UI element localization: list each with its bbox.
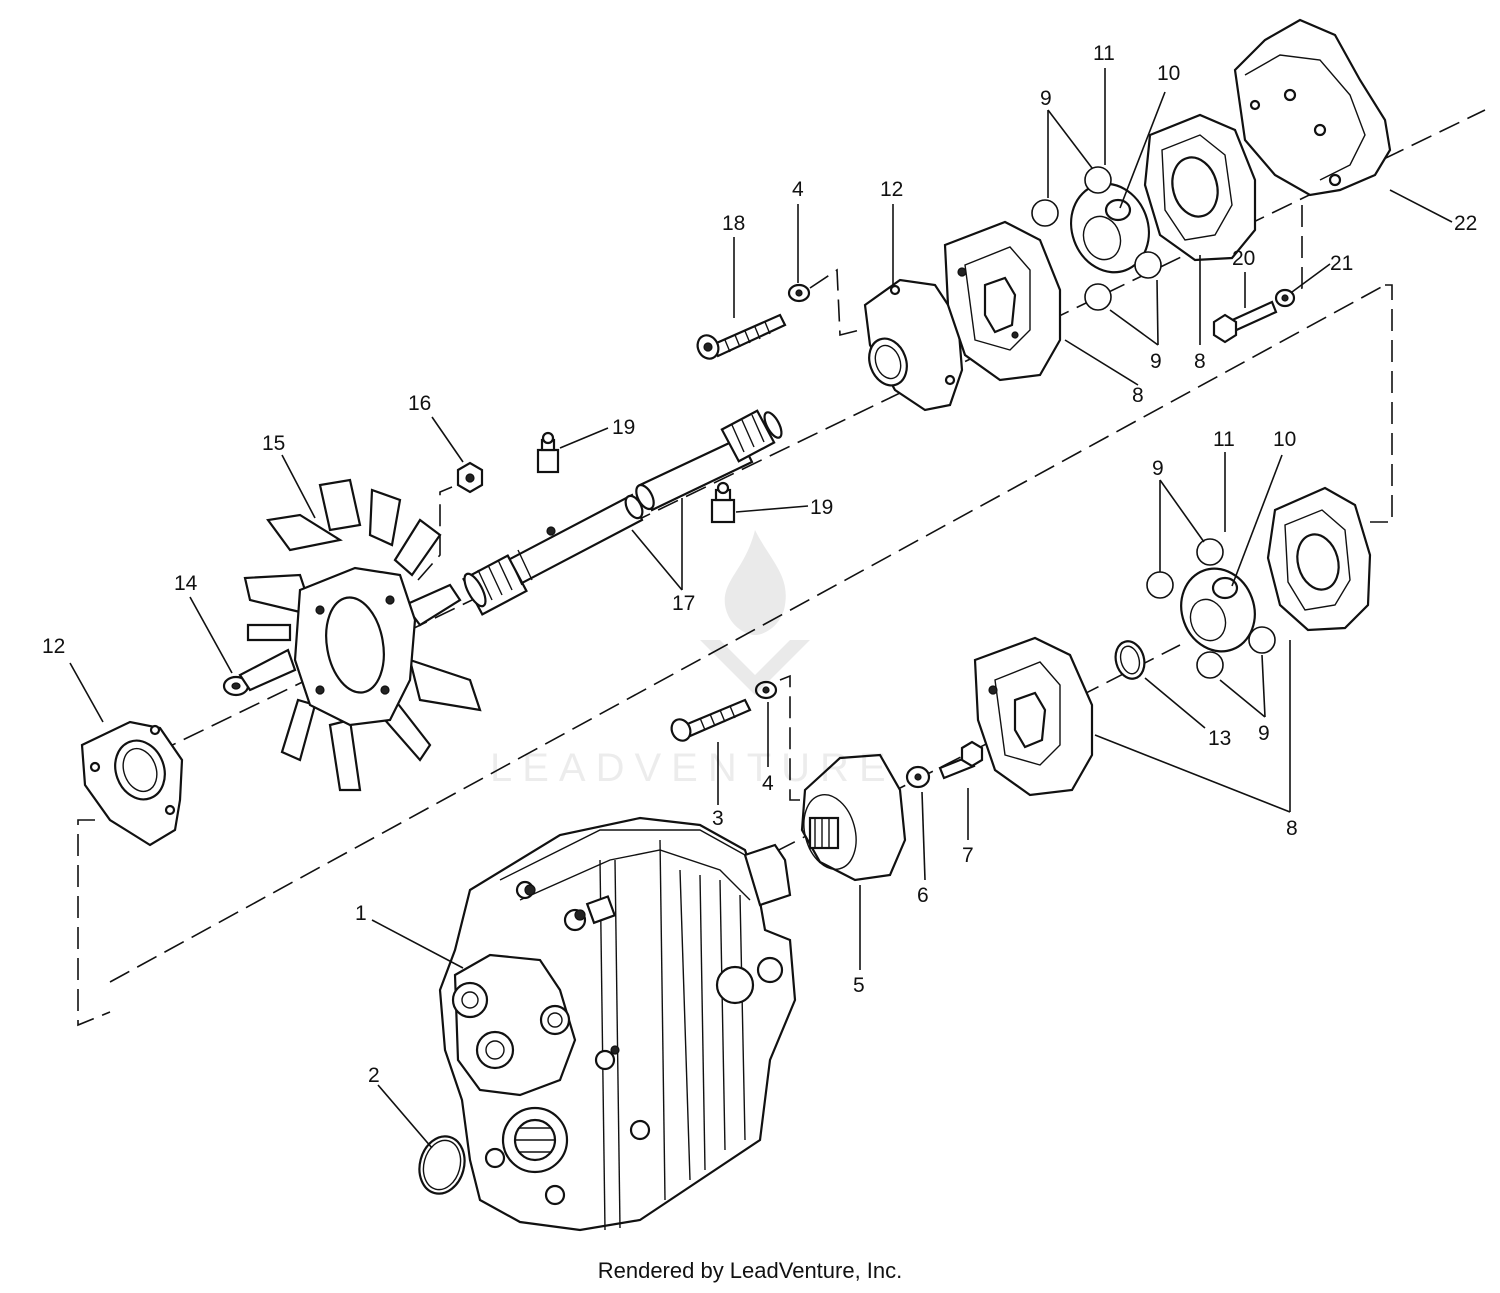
callout-14: 14 [174, 572, 198, 595]
callout-6: 6 [917, 884, 929, 907]
callout-18: 18 [722, 212, 745, 235]
transmission-housing [438, 816, 797, 1232]
balls-top [1031, 166, 1162, 311]
snap-ring [1114, 640, 1146, 680]
balls-lower [1146, 538, 1276, 679]
rotor-housing-top [943, 220, 1062, 382]
drive-shafts [462, 409, 783, 616]
washer-4-top [787, 283, 811, 303]
callout-10-top: 10 [1157, 62, 1180, 85]
callout-12-top: 12 [880, 178, 903, 201]
bolt-7 [938, 740, 984, 780]
callout-9-top-lower: 9 [1150, 350, 1162, 373]
callout-8-top: 8 [1194, 350, 1206, 373]
callout-3: 3 [712, 807, 724, 830]
flame-logo-watermark-icon [700, 530, 810, 695]
bolt-18 [696, 313, 787, 360]
callout-8-mid: 8 [1132, 384, 1144, 407]
callout-22: 22 [1454, 212, 1477, 235]
cooling-fan [238, 478, 482, 792]
top-flange [863, 278, 964, 412]
callout-numbers: 1 2 3 4 4 5 6 7 8 8 8 9 9 9 9 10 10 11 1… [42, 42, 1477, 1087]
washer-6 [905, 765, 931, 789]
callout-13: 13 [1208, 727, 1231, 750]
grease-fittings [536, 431, 736, 524]
rotor-housing-lower [973, 636, 1094, 797]
callout-21: 21 [1330, 252, 1353, 275]
cam-hub-top [1070, 182, 1150, 274]
drive-cap [800, 753, 907, 882]
callout-7: 7 [962, 844, 974, 867]
outer-ring-lower [1266, 486, 1372, 632]
watermark-text: LEADVENTURE [490, 746, 896, 790]
callout-4-top: 4 [792, 178, 804, 201]
leader-lines [69, 68, 1453, 1149]
callout-10-lower: 10 [1273, 428, 1296, 451]
callout-17: 17 [672, 592, 695, 615]
callout-9-top-upper: 9 [1040, 87, 1052, 110]
callout-9-lower-lower: 9 [1258, 722, 1270, 745]
end-cover [1233, 18, 1392, 197]
washer-4-lower [754, 680, 778, 700]
callout-11-top: 11 [1093, 42, 1115, 65]
callout-15: 15 [262, 432, 285, 455]
callout-1: 1 [355, 902, 367, 925]
outer-ring-top [1143, 113, 1257, 262]
callout-11-lower: 11 [1213, 428, 1235, 451]
callout-12-left: 12 [42, 635, 65, 658]
render-credit: Rendered by LeadVenture, Inc. [597, 1258, 903, 1283]
bolt-20 [1212, 300, 1278, 344]
callout-8-lower: 8 [1286, 817, 1298, 840]
callout-16: 16 [408, 392, 431, 415]
bolt-3 [670, 698, 752, 742]
callout-19-lower: 19 [810, 496, 833, 519]
callout-9-lower-upper: 9 [1152, 457, 1164, 480]
nut-16 [456, 461, 484, 494]
callout-19-upper: 19 [612, 416, 635, 439]
cam-hub-lower [1180, 567, 1256, 653]
callout-20: 20 [1232, 247, 1255, 270]
callout-5: 5 [853, 974, 865, 997]
callout-2: 2 [368, 1064, 380, 1087]
washer-21 [1274, 288, 1296, 308]
callout-4-lower: 4 [762, 772, 774, 795]
o-ring [418, 1135, 466, 1195]
left-flange [80, 720, 184, 847]
